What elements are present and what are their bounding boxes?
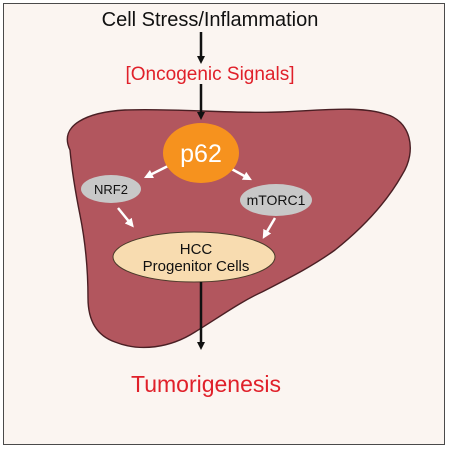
nrf2-node: [81, 175, 141, 203]
liver-shape: [66, 108, 411, 349]
arrow-p62-to-nrf2: [143, 164, 169, 179]
mtorc1-node: [240, 184, 312, 216]
nrf2-label: NRF2: [94, 182, 128, 197]
oncogenic-signals-label: [Oncogenic Signals]: [126, 64, 295, 85]
progenitor-node: [112, 231, 276, 283]
arrow-mtorc1-to-progenitor: [262, 217, 277, 239]
p62-node: [163, 123, 239, 183]
mtorc1-label: mTORC1: [247, 192, 306, 208]
arrow-nrf2-to-progenitor: [117, 207, 134, 228]
p62-label: p62: [180, 140, 222, 168]
cell-stress-label: Cell Stress/Inflammation: [102, 9, 319, 31]
tumorigenesis-label: Tumorigenesis: [131, 371, 281, 397]
progenitor-label-line1: HCC: [180, 241, 213, 258]
progenitor-label-line2: Progenitor Cells: [143, 258, 250, 275]
